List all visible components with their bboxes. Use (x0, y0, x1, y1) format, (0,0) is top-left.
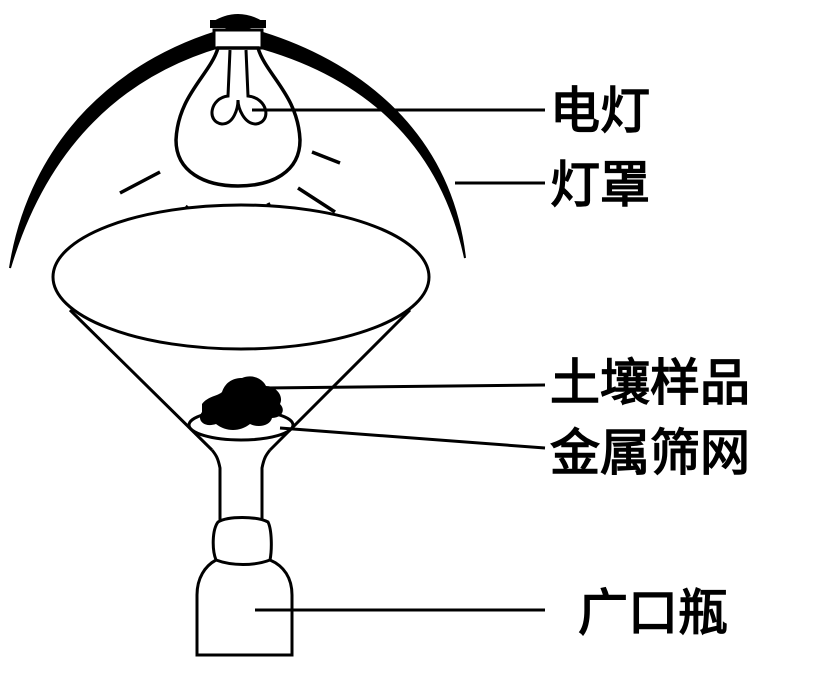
label-metal-screen: 金属筛网 (550, 424, 750, 482)
label-wide-mouth-bottle: 广口瓶 (578, 584, 728, 642)
lamp-bulb (174, 46, 302, 188)
leader-lines (252, 108, 546, 612)
wide-mouth-bottle (195, 516, 294, 657)
lampshade-shape (9, 24, 466, 269)
lamp-socket (210, 14, 266, 50)
label-soil-sample: 土壤样品 (550, 354, 750, 412)
leader-metal-screen (279, 426, 546, 450)
soil-sample (199, 376, 283, 430)
funnel-neck (210, 449, 272, 528)
leader-soil-sample (264, 383, 546, 390)
label-lamp: 电灯 (550, 82, 650, 140)
label-lampshade: 灯罩 (550, 156, 650, 214)
